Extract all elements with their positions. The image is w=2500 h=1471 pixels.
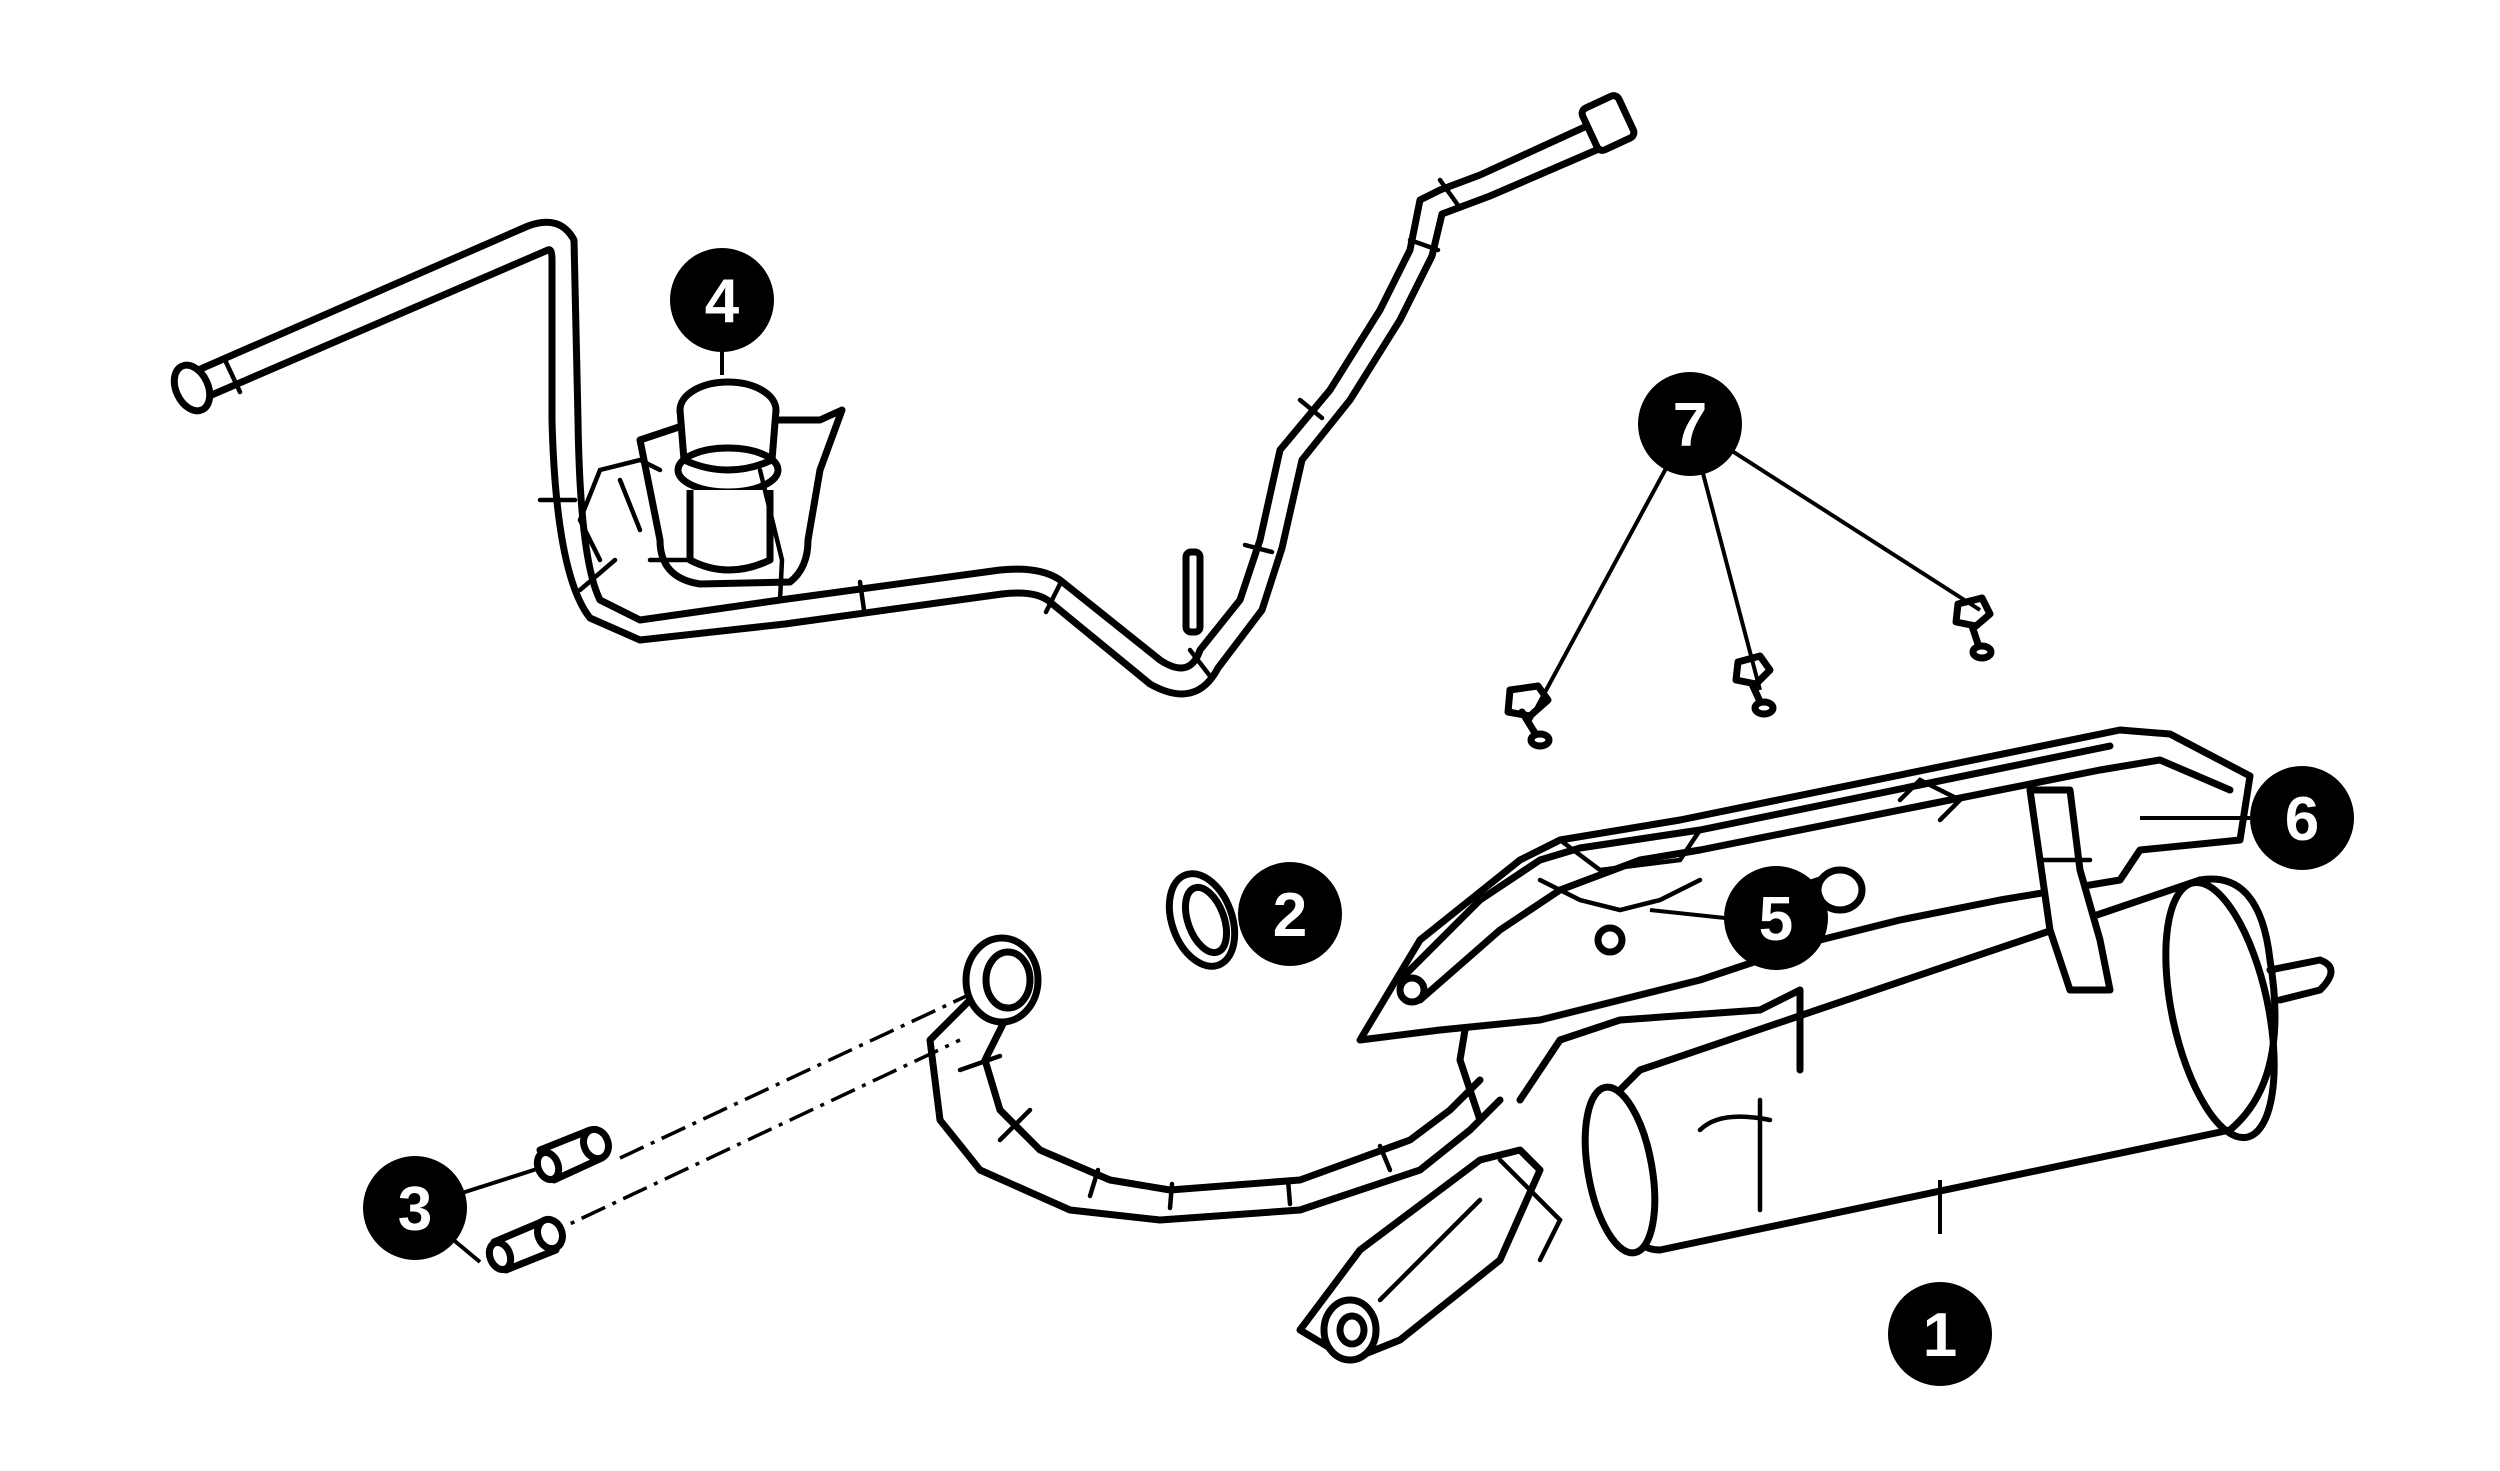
callout-1: 1 bbox=[1888, 1282, 1992, 1386]
air-injection-pipe bbox=[170, 92, 1638, 698]
callout-7: 7 bbox=[1638, 372, 1742, 476]
callout-3: 3 bbox=[363, 1156, 467, 1260]
callout-5: 5 bbox=[1724, 866, 1828, 970]
gasket-ring bbox=[1165, 870, 1239, 970]
callout-1-label: 1 bbox=[1923, 1301, 1957, 1370]
callout-2: 2 bbox=[1238, 862, 1342, 966]
callout-6: 6 bbox=[2250, 766, 2354, 870]
studs bbox=[485, 983, 991, 1274]
callout-4-label: 4 bbox=[705, 267, 740, 336]
bolt-right bbox=[1952, 594, 1995, 662]
callout-7-label: 7 bbox=[1673, 391, 1707, 460]
callout-6-label: 6 bbox=[2285, 785, 2319, 854]
callout-3-label: 3 bbox=[398, 1175, 432, 1244]
stud-upper bbox=[533, 1125, 612, 1184]
stud-lower bbox=[485, 1215, 566, 1274]
callout-4: 4 bbox=[670, 248, 774, 352]
bolts bbox=[1504, 594, 1995, 750]
callout-5-label: 5 bbox=[1759, 885, 1793, 954]
callout-2-label: 2 bbox=[1273, 881, 1307, 950]
bolt-middle bbox=[1732, 652, 1777, 718]
air-injection-valve bbox=[577, 378, 846, 603]
